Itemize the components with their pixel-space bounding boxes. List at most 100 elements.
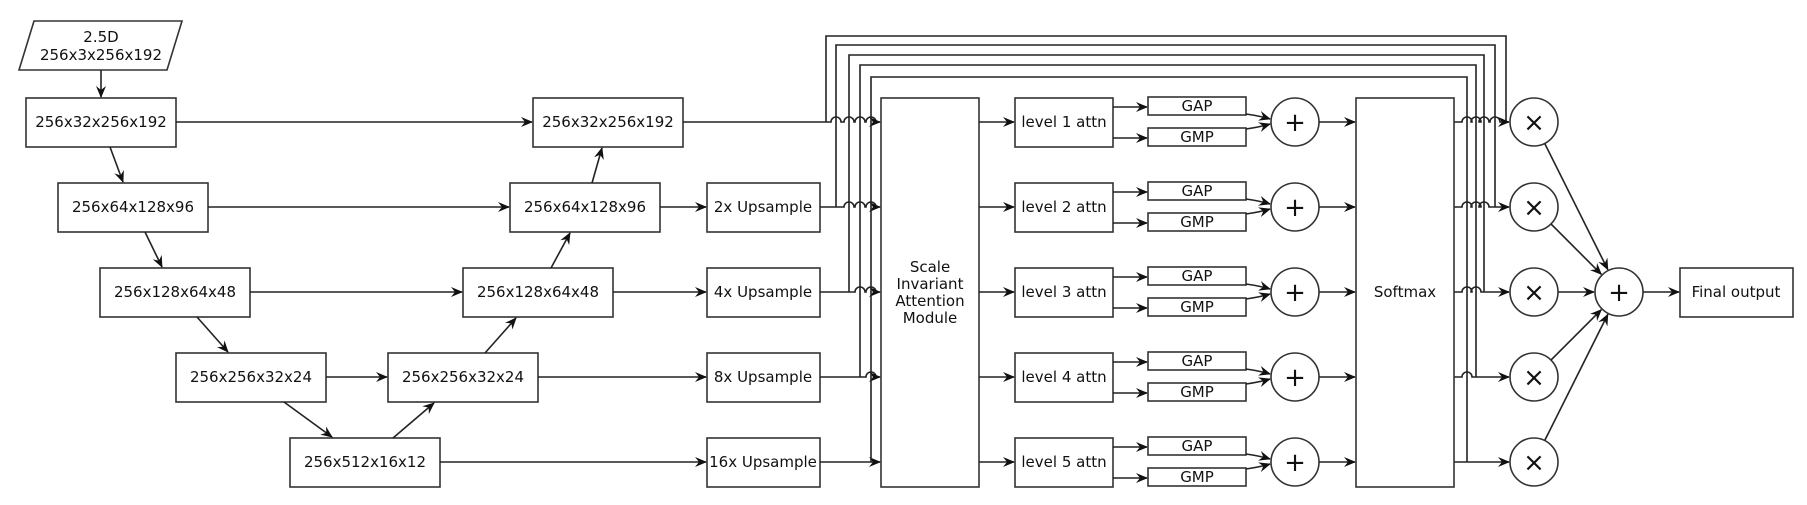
arrow xyxy=(1245,111,1271,121)
encoder-label-3: 256x128x64x48 xyxy=(114,283,236,301)
feedback-line-4 xyxy=(859,64,1477,377)
times-icon: × xyxy=(1523,108,1545,138)
plus-icon: + xyxy=(1284,193,1306,223)
upsample-16x: 16x Upsample xyxy=(706,437,821,488)
level-attn-box xyxy=(1014,437,1114,488)
upsample-label-8x: 8x Upsample xyxy=(714,368,812,386)
level-attn-box xyxy=(1014,352,1114,403)
gap-box xyxy=(1147,181,1247,201)
gmp-label: GMP xyxy=(1180,383,1214,401)
arrow xyxy=(1245,207,1271,217)
plus-icon: + xyxy=(1284,448,1306,478)
plus-icon: + xyxy=(1284,363,1306,393)
decoder-label-4: 256x256x32x24 xyxy=(402,368,524,386)
decoder-label-3: 256x128x64x48 xyxy=(477,283,599,301)
decoder-label-1: 256x32x256x192 xyxy=(542,113,674,131)
gap-box xyxy=(1147,266,1247,286)
upsample-label-4x: 4x Upsample xyxy=(714,283,812,301)
softmax-label: Softmax xyxy=(1374,283,1436,301)
level-attn-label: level 5 attn xyxy=(1021,453,1106,471)
final-sum-node: + xyxy=(1594,267,1644,317)
gap-box xyxy=(1147,436,1247,456)
final-output-block: Final output xyxy=(1679,267,1794,318)
softmax-to-multiply-2 xyxy=(1454,201,1510,212)
times-icon: × xyxy=(1523,448,1545,478)
encoder-block-1: 256x32x256x192 xyxy=(25,97,177,148)
feedback-line-3 xyxy=(848,54,1485,292)
arrow xyxy=(1544,313,1609,441)
level-attn-label: level 1 attn xyxy=(1021,113,1106,131)
final-plus-icon: + xyxy=(1608,278,1630,308)
bus-line-row-1 xyxy=(683,116,881,127)
gap-label: GAP xyxy=(1182,352,1213,370)
feedback-line-2 xyxy=(835,44,1496,207)
softmax-to-multiply-4 xyxy=(1454,371,1510,382)
times-icon: × xyxy=(1523,363,1545,393)
arrow xyxy=(1550,223,1603,276)
level-attn-box xyxy=(1014,182,1114,233)
softmax-to-multiply-3 xyxy=(1454,286,1510,297)
upsample-8x: 8x Upsample xyxy=(706,352,821,403)
arrow xyxy=(1245,196,1271,206)
decoder-block-4: 256x256x32x24 xyxy=(387,352,539,403)
arrow xyxy=(1245,462,1271,472)
arrow xyxy=(1245,122,1271,132)
bus-line-row-4 xyxy=(820,371,881,382)
decoder-block-2: 256x64x128x96 xyxy=(509,182,661,233)
plus-icon: + xyxy=(1284,108,1306,138)
feedback-line-5 xyxy=(870,76,1468,462)
scale-invariant-attention-module: Scale Invariant Attention Module xyxy=(880,97,980,488)
gap-box xyxy=(1147,96,1247,116)
gap-label: GAP xyxy=(1182,97,1213,115)
gap-label: GAP xyxy=(1182,267,1213,285)
level-attn-box xyxy=(1014,97,1114,148)
multiply-node xyxy=(1509,352,1559,402)
arrow xyxy=(1245,451,1271,461)
level-attn-label: level 4 attn xyxy=(1021,368,1106,386)
input-node: 2.5D 256x3x256x192 xyxy=(17,20,184,71)
gmp-box xyxy=(1147,212,1247,232)
upsample-2x: 2x Upsample xyxy=(706,182,821,233)
times-icon: × xyxy=(1523,193,1545,223)
level-attn-label: level 3 attn xyxy=(1021,283,1106,301)
upsample-4x: 4x Upsample xyxy=(706,267,821,318)
upsample-label-2x: 2x Upsample xyxy=(714,198,812,216)
multiply-node xyxy=(1509,97,1559,147)
gmp-box xyxy=(1147,127,1247,147)
bus-line-row-3 xyxy=(820,286,881,297)
multiply-node xyxy=(1509,182,1559,232)
siam-label-4: Module xyxy=(903,309,958,327)
gmp-label: GMP xyxy=(1180,213,1214,231)
gap-box xyxy=(1147,351,1247,371)
gap-label: GAP xyxy=(1182,437,1213,455)
level-attn-box xyxy=(1014,267,1114,318)
level-row-1: level 1 attn GAP GMP + × xyxy=(979,96,1609,271)
upsample-label-16x: 16x Upsample xyxy=(709,453,817,471)
softmax-to-multiply-1 xyxy=(1454,116,1510,127)
softmax-block: Softmax xyxy=(1355,97,1455,488)
siam-label-2: Invariant xyxy=(897,275,964,293)
gmp-box xyxy=(1147,382,1247,402)
plus-icon: + xyxy=(1284,278,1306,308)
gmp-label: GMP xyxy=(1180,128,1214,146)
encoder-label-1: 256x32x256x192 xyxy=(35,113,167,131)
multiply-node xyxy=(1509,437,1559,487)
input-label-2: 256x3x256x192 xyxy=(40,46,162,64)
feature-bus-lines xyxy=(683,35,1510,467)
arrow xyxy=(1544,143,1609,271)
final-output-label: Final output xyxy=(1692,283,1781,301)
feedback-line-1 xyxy=(825,35,1507,122)
bottleneck-label: 256x512x16x12 xyxy=(304,453,426,471)
gmp-label: GMP xyxy=(1180,468,1214,486)
arrow xyxy=(1245,377,1271,387)
decoder-block-3: 256x128x64x48 xyxy=(462,267,614,318)
encoder-label-4: 256x256x32x24 xyxy=(190,368,312,386)
arrow xyxy=(1245,292,1271,302)
level-row-4: level 4 attn GAP GMP + × xyxy=(979,308,1603,403)
encoder-block-2: 256x64x128x96 xyxy=(57,182,209,233)
encoder-decoder-connectors xyxy=(96,70,707,467)
gmp-label: GMP xyxy=(1180,298,1214,316)
input-label-1: 2.5D xyxy=(83,28,118,46)
